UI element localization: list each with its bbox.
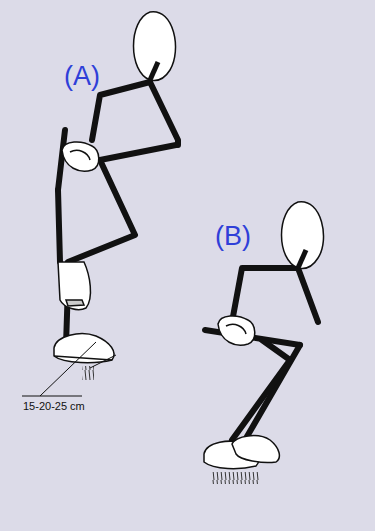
sole [54,356,112,360]
front-arm [150,82,178,145]
leg-back [58,190,60,262]
shoe-back [58,262,90,310]
head [282,202,324,269]
hands [218,316,255,345]
fingers [70,150,90,160]
leg-front [68,160,135,262]
shin-back [232,340,290,440]
head [134,12,176,81]
neck [150,62,158,80]
back-line [92,82,150,140]
figure-label: (B) [215,222,251,252]
ground-hatching [82,366,94,380]
back-line [232,268,298,322]
figure-label: (A) [64,62,100,92]
hip-line [58,130,65,190]
fingers [226,324,246,334]
leader-line [90,355,116,368]
arm [100,145,176,160]
hands [62,142,99,171]
dimension-line [22,396,82,397]
front-arm [298,268,318,322]
shoe [232,436,279,463]
ground-hatching [212,472,260,484]
shoe-front [54,334,114,363]
leader-line [40,342,96,396]
neck [298,250,306,268]
sole [66,300,84,306]
dimension-label: 15-20-25 cm [22,400,86,412]
